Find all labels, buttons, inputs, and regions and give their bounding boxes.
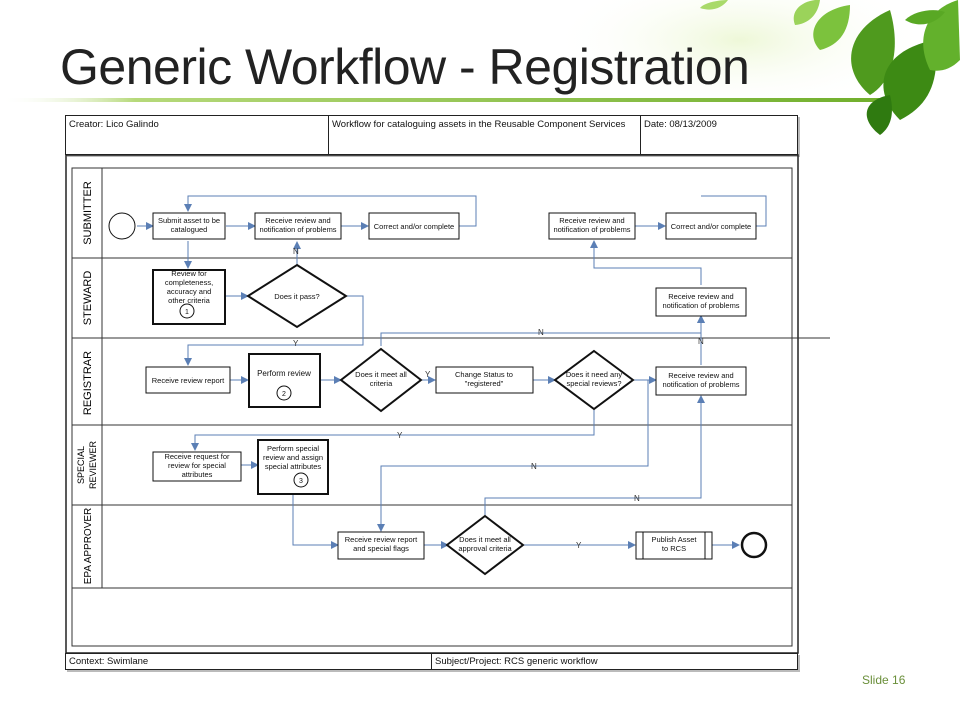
label-n-meet: N: [538, 328, 544, 337]
text-reg-recv-2: notification of problems: [662, 380, 739, 389]
text-epa-recv-2: and special flags: [353, 544, 409, 553]
text-recv-b1: Receive review and: [559, 216, 624, 225]
text-marker-3: 3: [299, 478, 303, 485]
text-reg-recv-1: Receive review and: [668, 371, 733, 380]
text-spec-recv-1: Receive request for: [164, 452, 230, 461]
node-receive-review-2: [548, 212, 636, 240]
text-review-2: completeness,: [165, 278, 213, 287]
decision-special-reviews: [553, 349, 635, 411]
node-registrar-receive-review: [655, 366, 747, 396]
text-recv-a2: notification of problems: [259, 225, 336, 234]
text-recv-report: Receive review report: [152, 376, 225, 385]
text-meet-2: criteria: [370, 379, 393, 388]
marker-1: [179, 303, 195, 319]
lane-special-line1: SPECIAL: [76, 446, 86, 484]
text-approve-1: Does it meet all: [459, 535, 511, 544]
node-receive-review-1: [254, 212, 342, 240]
slide-title: Generic Workflow - Registration: [60, 39, 750, 95]
text-spec-perf-2: review and assign: [263, 453, 323, 462]
text-meet-1: Does it meet all: [355, 370, 407, 379]
label-n-pass: N: [293, 247, 299, 256]
leaf-decoration: [0, 0, 960, 135]
text-submit-2: catalogued: [171, 225, 208, 234]
creator-cell: Creator: Lico Galindo: [65, 115, 329, 155]
decision-meet-criteria: [339, 347, 423, 413]
text-review-3: accuracy and: [167, 287, 212, 296]
text-correct-b: Correct and/or complete: [671, 222, 751, 231]
text-steward-recv-2: notification of problems: [662, 301, 739, 310]
node-epa-receive-report: [337, 531, 425, 560]
lane-special-line2: REVIEWER: [88, 441, 98, 490]
node-steward-receive-review: [655, 287, 747, 317]
text-submit-1: Submit asset to be: [158, 216, 220, 225]
decision-does-it-pass: [246, 263, 348, 329]
node-perform-special-review: [257, 439, 329, 495]
node-receive-special-request: [152, 451, 242, 482]
node-submit-asset: [152, 212, 226, 240]
text-marker-1: 1: [185, 309, 189, 316]
label-n-reg: N: [698, 337, 704, 346]
label-n-special: N: [531, 462, 537, 471]
text-review-1: Review for: [171, 269, 207, 278]
label-y-meet: Y: [425, 370, 431, 379]
text-spec-perf-3: special attributes: [265, 462, 322, 471]
node-publish-asset: [635, 531, 713, 560]
text-change-1: Change Status to: [455, 370, 513, 379]
text-publish-1: Publish Asset: [651, 535, 697, 544]
text-approve-2: approval criteria: [458, 544, 512, 553]
node-change-status: [435, 366, 534, 394]
label-y-special: Y: [397, 431, 403, 440]
lane-registrar: REGISTRAR: [82, 351, 94, 415]
text-special-q1: Does it need any: [566, 370, 623, 379]
marker-3: [293, 472, 309, 488]
text-special-q2: special reviews?: [566, 379, 621, 388]
workflow-diagram: Creator: Lico Galindo Workflow for catal…: [65, 113, 830, 673]
text-does-pass: Does it pass?: [274, 292, 319, 301]
lane-epa: EPA APPROVER: [83, 508, 94, 585]
slide-number: Slide 16: [862, 673, 906, 687]
text-steward-recv-1: Receive review and: [668, 292, 733, 301]
text-recv-a1: Receive review and: [265, 216, 330, 225]
node-correct-complete-2: [665, 212, 757, 240]
body-frame: [65, 154, 799, 654]
text-spec-recv-2: review for special: [168, 461, 226, 470]
end-event: [740, 531, 768, 559]
text-spec-recv-3: attributes: [182, 470, 213, 479]
decision-approval-criteria: [445, 514, 525, 576]
start-event: [108, 212, 136, 240]
label-n-approve: N: [634, 494, 640, 503]
text-change-2: "registered": [465, 379, 504, 388]
leaf-cluster: [700, 0, 960, 135]
text-spec-perf-1: Perform special: [267, 444, 319, 453]
text-epa-recv-1: Receive review report: [345, 535, 418, 544]
text-correct-a: Correct and/or complete: [374, 222, 454, 231]
swimlane-pool: [71, 167, 793, 647]
text-review-4: other criteria: [168, 296, 211, 305]
text-perform-review: Perform review: [257, 369, 311, 378]
lane-submitter: SUBMITTER: [82, 181, 94, 245]
node-receive-review-report: [145, 366, 231, 394]
text-recv-b2: notification of problems: [553, 225, 630, 234]
marker-2: [276, 385, 292, 401]
label-y-pass: Y: [293, 339, 299, 348]
text-publish-2: to RCS: [662, 544, 686, 553]
date-cell: Date: 08/13/2009: [640, 115, 798, 155]
text-marker-2: 2: [282, 391, 286, 398]
label-y-approve: Y: [576, 541, 582, 550]
node-correct-complete-1: [368, 212, 460, 240]
lane-steward: STEWARD: [82, 271, 94, 326]
